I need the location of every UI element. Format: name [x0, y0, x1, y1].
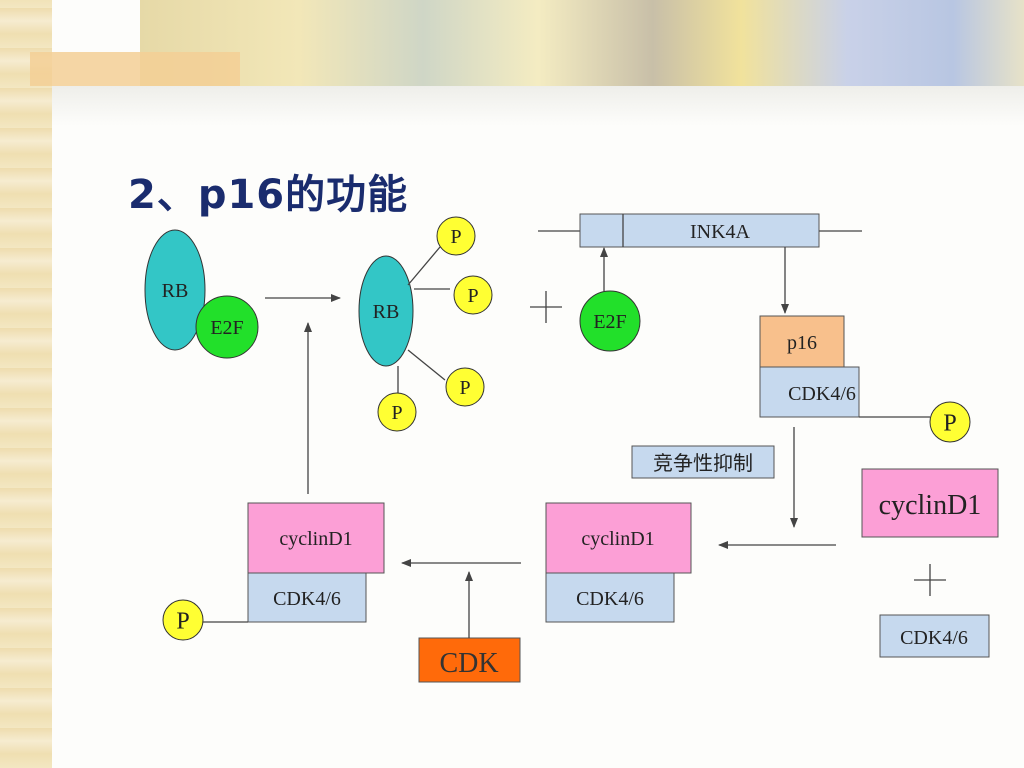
competitive-inhibition-box [631, 445, 775, 479]
rb-label-left: RB [162, 280, 189, 302]
rb-oval-left [144, 229, 206, 351]
decorative-left-strip [0, 0, 52, 768]
decorative-banner-accent [30, 52, 240, 86]
cdk46-box-middle [545, 572, 675, 623]
p16-box [759, 315, 845, 368]
e2f-circle-right [579, 290, 641, 352]
phosphate-upper-right [453, 275, 493, 315]
cdk46-label-middle: CDK4/6 [576, 588, 644, 610]
cyclind1-box-free [861, 468, 999, 538]
phosphate-left-complex [162, 599, 204, 641]
cdk46-label-p16-complex: CDK4/6 [788, 383, 856, 405]
cdk46-box-left [247, 572, 367, 623]
phosphate-lower-right-label: P [459, 377, 470, 399]
rb-oval-phospho [358, 255, 414, 367]
phosphate-top-label: P [450, 226, 461, 248]
decorative-banner-shadow [52, 86, 1024, 126]
competitive-inhibition-label: 竞争性抑制 [653, 452, 753, 475]
e2f-label-left: E2F [210, 317, 243, 339]
phosphate-bottom-label: P [391, 402, 402, 424]
cdk46-box-free [879, 614, 990, 658]
phosphate-bottom [377, 392, 417, 432]
cyclind1-box-left [247, 502, 385, 574]
phosphate-left-complex-label: P [176, 609, 189, 635]
phosphate-p16-complex-label: P [943, 411, 956, 437]
cyclind1-box-middle [545, 502, 692, 574]
cyclind1-label-left: cyclinD1 [279, 528, 352, 550]
ink4a-label: INK4A [690, 221, 751, 243]
p16-label: p16 [787, 332, 817, 354]
cdk46-box-p16-complex [759, 366, 860, 418]
phosphate-lower-right [445, 367, 485, 407]
e2f-circle-left [195, 295, 259, 359]
cdk-box [418, 637, 521, 683]
cyclind1-label-middle: cyclinD1 [581, 528, 654, 550]
cdk-label: CDK [439, 648, 498, 679]
phosphate-p16-complex [929, 401, 971, 443]
slide-title: 2、p16的功能 [128, 172, 409, 218]
e2f-label-right: E2F [593, 311, 626, 333]
cdk46-label-left: CDK4/6 [273, 588, 341, 610]
decorative-top-banner [140, 0, 1024, 86]
cyclind1-label-free: cyclinD1 [879, 490, 982, 521]
bond-p-lower-right [407, 349, 446, 381]
phosphate-upper-right-label: P [467, 285, 478, 307]
phosphate-top [436, 216, 476, 256]
rb-label-phospho: RB [373, 301, 400, 323]
bond-p-top [407, 246, 441, 286]
cdk46-label-free: CDK4/6 [900, 627, 968, 649]
